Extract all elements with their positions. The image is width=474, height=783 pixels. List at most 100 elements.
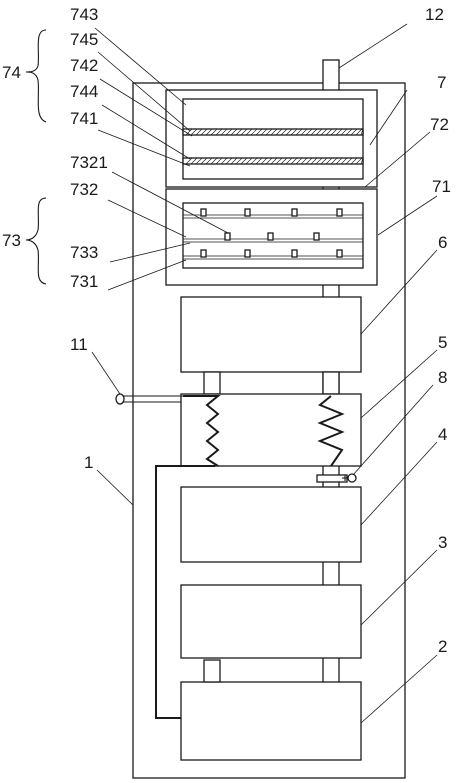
- hatch-stroke: [215, 128, 223, 136]
- hatch-stroke: [330, 128, 338, 136]
- spring-right: [317, 395, 345, 467]
- label-3: 3: [438, 533, 447, 552]
- hatch-stroke: [275, 157, 283, 165]
- label-2: 2: [438, 637, 447, 656]
- hatch-stroke: [255, 128, 263, 136]
- label-745: 745: [70, 30, 98, 49]
- post-left-upper: [203, 371, 221, 395]
- hatch-stroke: [345, 157, 353, 165]
- label-741: 741: [70, 109, 98, 128]
- hatch-stroke: [270, 128, 278, 136]
- hatch-stroke: [295, 157, 303, 165]
- hatch-stroke: [305, 128, 313, 136]
- hatch-stroke: [360, 157, 364, 165]
- filter-layer-bottom: [182, 157, 364, 165]
- label-743: 743: [70, 5, 98, 24]
- mesh-peg: [200, 249, 207, 258]
- hatch-stroke: [220, 157, 228, 165]
- hatch-stroke: [315, 128, 323, 136]
- hatch-stroke: [225, 157, 233, 165]
- leader-lines: [91, 23, 438, 724]
- hatch-stroke: [225, 128, 233, 136]
- hatch-stroke: [255, 157, 263, 165]
- hatch-stroke: [325, 157, 333, 165]
- hatch-stroke: [250, 157, 258, 165]
- hatch-stroke: [305, 157, 313, 165]
- hatch-stroke: [240, 157, 248, 165]
- label-742: 742: [70, 56, 98, 75]
- hatch-stroke: [210, 128, 218, 136]
- hatch-stroke: [285, 157, 293, 165]
- hatch-stroke: [220, 128, 228, 136]
- inlet-nozzle: [115, 393, 125, 405]
- mesh-peg: [224, 232, 231, 241]
- hatch-stroke: [350, 128, 358, 136]
- hatch-stroke: [340, 157, 348, 165]
- hatch-stroke: [325, 128, 333, 136]
- mesh-pegs: [200, 208, 343, 258]
- hatch-stroke: [320, 128, 328, 136]
- label-73: 73: [2, 231, 21, 250]
- block-3: [180, 584, 362, 659]
- post-right-upper: [322, 371, 340, 395]
- hatch-stroke: [195, 128, 203, 136]
- hatch-stroke: [290, 128, 298, 136]
- hatch-stroke: [215, 157, 223, 165]
- label-744: 744: [70, 82, 98, 101]
- hatch-stroke: [235, 157, 243, 165]
- block-2: [180, 681, 362, 761]
- label-1: 1: [84, 453, 93, 472]
- block-4: [180, 486, 362, 563]
- hatch-stroke: [265, 128, 273, 136]
- hatch-stroke: [230, 157, 238, 165]
- label-6: 6: [438, 233, 447, 252]
- spring-left: [183, 395, 221, 467]
- label-72: 72: [430, 115, 449, 134]
- wire-loop: [155, 465, 215, 719]
- hatch-stroke: [285, 128, 293, 136]
- hatch-stroke: [185, 128, 193, 136]
- hatch-stroke: [355, 128, 363, 136]
- hatch-stroke: [350, 157, 358, 165]
- hatch-stroke: [260, 157, 268, 165]
- mesh-peg: [244, 249, 251, 258]
- hatch-stroke: [245, 128, 253, 136]
- filter-layer-top: [182, 128, 364, 136]
- hatch-stroke: [335, 157, 343, 165]
- hatch-stroke: [335, 128, 343, 136]
- label-71: 71: [432, 177, 451, 196]
- label-732: 732: [70, 180, 98, 199]
- label-4: 4: [438, 425, 447, 444]
- block-6: [180, 296, 362, 373]
- filter-hatch: [185, 128, 364, 165]
- hatch-stroke: [260, 128, 268, 136]
- mesh-peg: [313, 232, 320, 241]
- label-7321: 7321: [70, 153, 108, 172]
- label-8: 8: [438, 368, 447, 387]
- hatch-stroke: [205, 128, 213, 136]
- hatch-stroke: [230, 128, 238, 136]
- hatch-stroke: [250, 128, 258, 136]
- hatch-stroke: [190, 128, 198, 136]
- sensor-head: [347, 473, 357, 483]
- hatch-stroke: [340, 128, 348, 136]
- hatch-stroke: [190, 157, 198, 165]
- hatch-stroke: [280, 128, 288, 136]
- hatch-stroke: [320, 157, 328, 165]
- hatch-stroke: [315, 157, 323, 165]
- hatch-stroke: [195, 157, 203, 165]
- hatch-stroke: [355, 157, 363, 165]
- hatch-stroke: [205, 157, 213, 165]
- brace-74: [25, 29, 47, 123]
- hatch-stroke: [210, 157, 218, 165]
- hatch-stroke: [185, 157, 193, 165]
- mesh-peg: [336, 249, 343, 258]
- label-74: 74: [2, 63, 21, 82]
- mesh-peg: [336, 208, 343, 217]
- brace-73: [25, 197, 47, 285]
- mesh-peg: [291, 208, 298, 217]
- label-733: 733: [70, 243, 98, 262]
- hatch-stroke: [200, 128, 208, 136]
- filter-block: [182, 98, 364, 180]
